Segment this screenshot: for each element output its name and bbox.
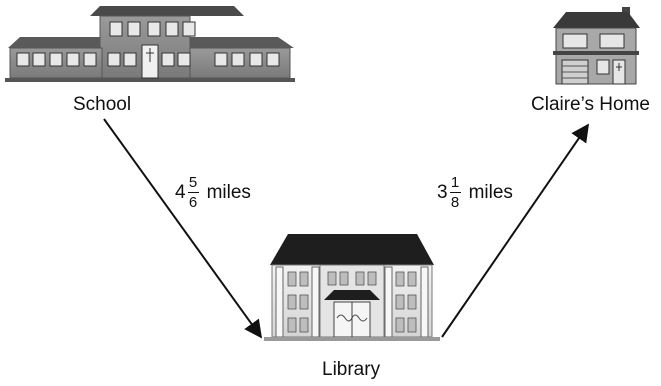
school-label: School — [73, 94, 132, 115]
distance-whole: 4 — [175, 181, 186, 203]
home-label: Claire’s Home — [531, 94, 650, 115]
route-arrow-library-to-home — [441, 123, 590, 338]
distance-unit: miles — [468, 181, 513, 203]
distance-fraction: 1 8 — [449, 174, 461, 211]
school-building-icon — [5, 6, 295, 82]
distance-fraction: 5 6 — [187, 174, 199, 211]
distance-unit: miles — [206, 181, 251, 203]
fraction-numerator: 1 — [450, 174, 460, 191]
fraction-bar — [187, 192, 199, 193]
fraction-bar — [449, 192, 461, 193]
library-label: Library — [322, 359, 381, 380]
distance-school-to-library: 4 5 6 miles — [175, 175, 251, 210]
route-arrow-school-to-library — [103, 118, 263, 339]
fraction-denominator: 6 — [188, 194, 198, 211]
fraction-denominator: 8 — [450, 194, 460, 211]
distance-whole: 3 — [437, 181, 448, 203]
library-building-icon — [264, 234, 440, 341]
home-building-icon — [553, 7, 640, 85]
distance-library-to-home: 3 1 8 miles — [437, 175, 513, 210]
fraction-numerator: 5 — [188, 174, 198, 191]
